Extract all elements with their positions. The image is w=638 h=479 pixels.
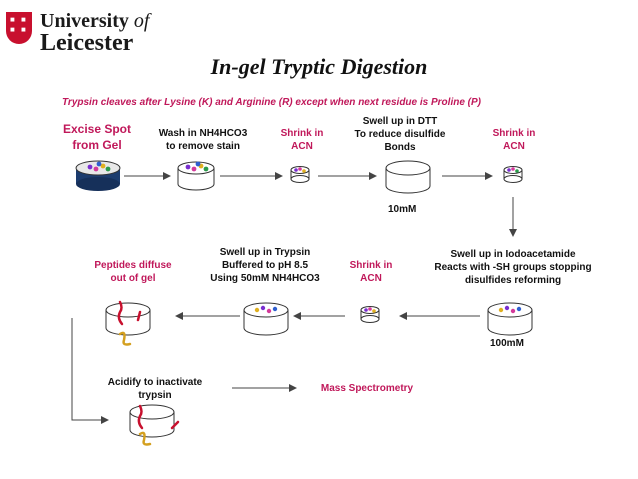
gel-piece-shrink2 xyxy=(503,166,523,183)
peptide-squiggle-red xyxy=(117,300,124,326)
gel-piece-acidify xyxy=(129,404,180,446)
subtitle: Trypsin cleaves after Lysine (K) and Arg… xyxy=(62,97,482,108)
logo-university-text: University of xyxy=(40,10,150,32)
dtt-concentration: 10mM xyxy=(388,204,417,215)
gel-piece-shrink3 xyxy=(360,306,380,323)
university-shield-logo: ■■ ■■ xyxy=(6,12,32,44)
peptide-squiggle-short xyxy=(136,310,142,322)
peptide-squiggle-gold-2 xyxy=(138,431,152,446)
iodo-concentration: 100mM xyxy=(490,338,524,349)
gel-piece-shrink1 xyxy=(290,166,310,183)
step-ms-label: Mass Spectrometry xyxy=(320,383,414,394)
peptide-squiggle-gold xyxy=(118,331,132,346)
peptide-squiggle-red-2 xyxy=(137,404,144,430)
wash-line1: Wash in NH4HCO3 xyxy=(158,128,248,139)
peptide-squiggle-red-3 xyxy=(170,420,180,430)
arrow-peptides-to-acidify xyxy=(71,318,109,424)
gel-piece-trypsin xyxy=(243,302,289,336)
gel-piece-peptides xyxy=(105,300,151,346)
gel-piece-wash xyxy=(177,161,215,191)
gel-piece-dtt xyxy=(385,160,431,194)
gel-piece-excise xyxy=(75,160,121,191)
page-title: In-gel Tryptic Digestion xyxy=(210,54,428,79)
logo-leicester-text: Leicester xyxy=(40,30,134,56)
gel-piece-iodo xyxy=(487,302,533,336)
